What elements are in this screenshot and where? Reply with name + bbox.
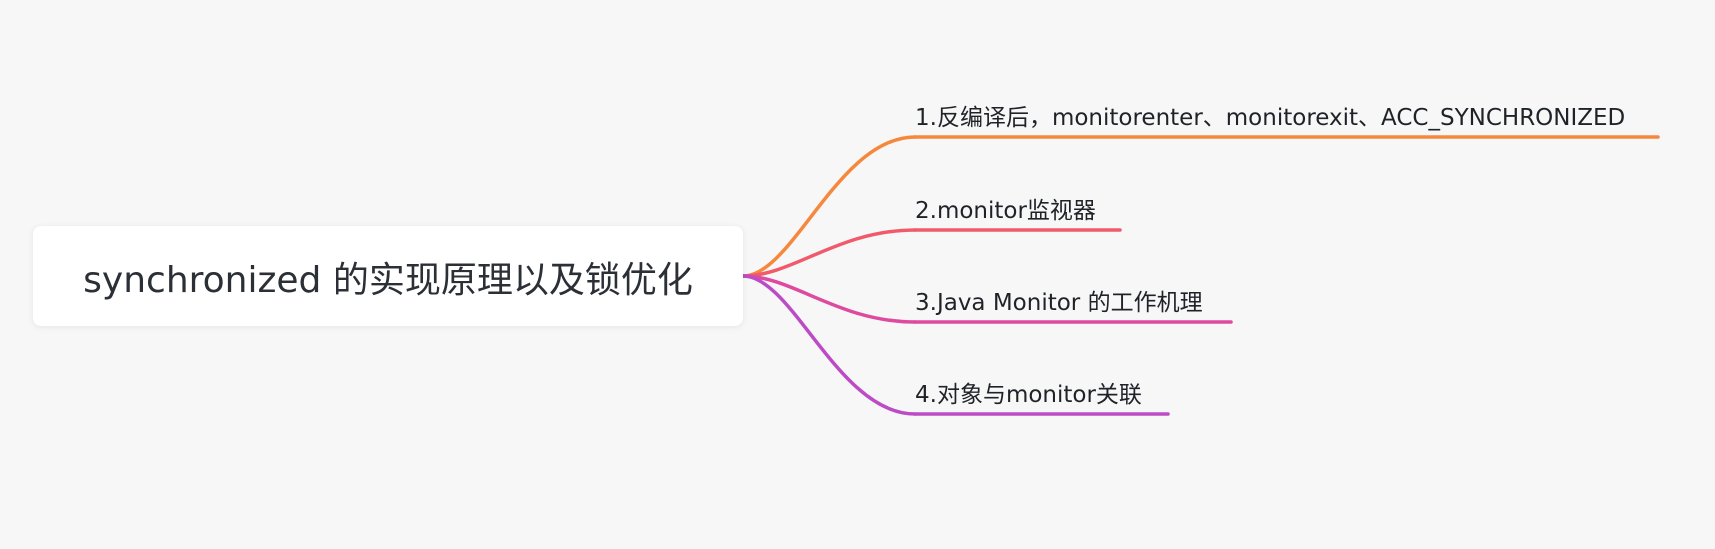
root-card — [33, 226, 743, 326]
branch-nodes: 1.反编译后，monitorenter、monitorexit、ACC_SYNC… — [913, 105, 1660, 416]
branch-node-1[interactable]: 1.反编译后，monitorenter、monitorexit、ACC_SYNC… — [913, 105, 1660, 139]
root-node[interactable]: synchronized 的实现原理以及锁优化 — [33, 226, 743, 326]
root-label: synchronized 的实现原理以及锁优化 — [83, 260, 693, 301]
branch-label-2: 2.monitor监视器 — [915, 198, 1096, 224]
branch-link-3 — [741, 274, 917, 324]
branch-node-3[interactable]: 3.Java Monitor 的工作机理 — [913, 290, 1233, 324]
branch-label-4: 4.对象与monitor关联 — [915, 382, 1142, 408]
branch-label-3: 3.Java Monitor 的工作机理 — [915, 290, 1203, 316]
branch-node-2[interactable]: 2.monitor监视器 — [913, 198, 1122, 232]
branch-link-2 — [741, 228, 917, 278]
branch-links — [741, 135, 917, 416]
branch-node-4[interactable]: 4.对象与monitor关联 — [913, 382, 1170, 416]
branch-label-1: 1.反编译后，monitorenter、monitorexit、ACC_SYNC… — [915, 105, 1625, 131]
branch-link-1 — [741, 135, 917, 278]
branch-link-4 — [741, 274, 917, 416]
